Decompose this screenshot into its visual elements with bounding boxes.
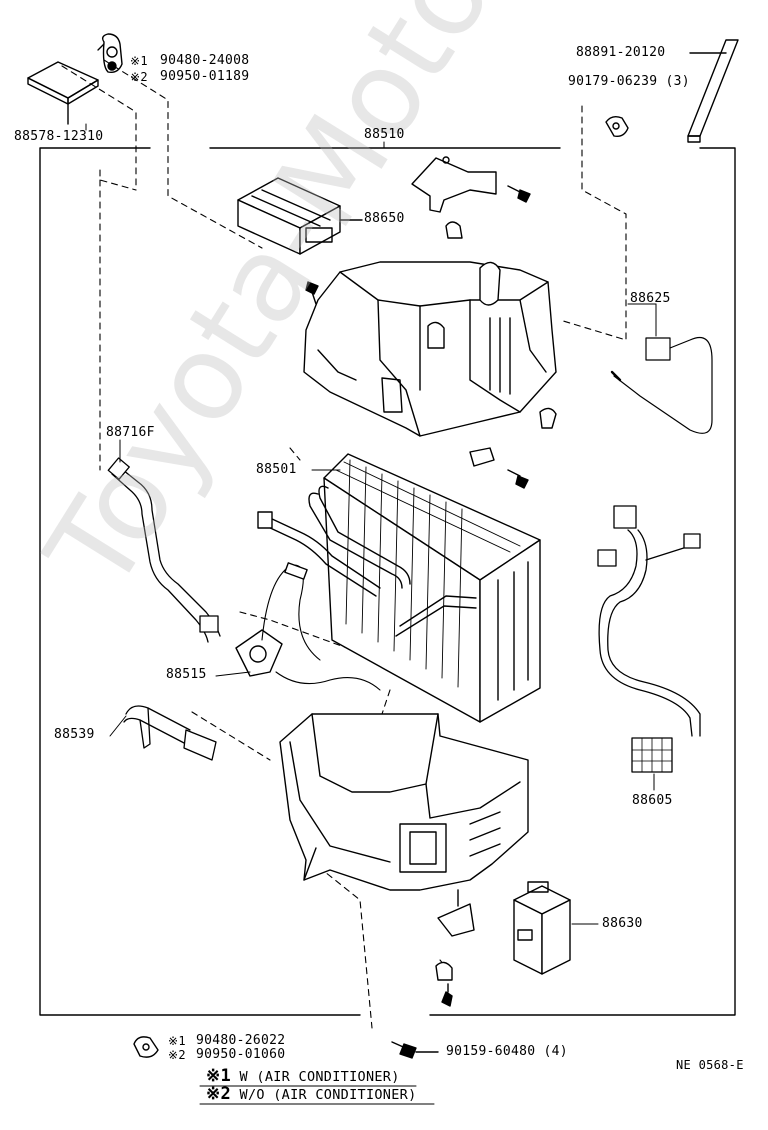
callout-bottom-mark1: ※1 bbox=[168, 1034, 186, 1048]
control-module-88650-shape bbox=[237, 177, 363, 255]
label-88605: 88605 bbox=[632, 793, 673, 808]
legend-line-1: ※1 W (AIR CONDITIONER) bbox=[206, 1066, 400, 1086]
bracket-top-shape bbox=[411, 156, 497, 239]
label-88515: 88515 bbox=[166, 667, 207, 682]
evaporator-pipes-shape bbox=[257, 485, 477, 637]
hose-88539-shape bbox=[123, 705, 217, 761]
callout-top-part2: 90950-01189 bbox=[160, 69, 250, 84]
callout-bottom-part1: 90480-26022 bbox=[196, 1033, 286, 1048]
label-88625: 88625 bbox=[630, 291, 671, 306]
screw-a-shape bbox=[507, 185, 531, 203]
legend-text-2: W/O (AIR CONDITIONER) bbox=[239, 1087, 417, 1103]
callout-bottom-mark2: ※2 bbox=[168, 1048, 186, 1062]
label-88539: 88539 bbox=[54, 727, 95, 742]
label-88891: 88891-20120 bbox=[576, 45, 666, 60]
upper-case-shape bbox=[303, 261, 557, 437]
ecu-88630-shape bbox=[513, 881, 571, 975]
sensor-88625-shape bbox=[610, 336, 713, 434]
pipe-88716F-shape bbox=[107, 457, 221, 643]
leader-lines bbox=[85, 123, 657, 925]
grommet-bottom-shape bbox=[133, 1036, 159, 1058]
label-88630: 88630 bbox=[602, 916, 643, 931]
callout-top-mark2: ※2 bbox=[130, 70, 148, 84]
label-88716F: 88716F bbox=[106, 425, 155, 440]
clip-90179-shape bbox=[605, 115, 629, 138]
bottom-bracket-shape bbox=[435, 889, 475, 1007]
legend-line-2: ※2 W/O (AIR CONDITIONER) bbox=[206, 1084, 417, 1104]
callout-bottom-part2: 90950-01060 bbox=[196, 1047, 286, 1062]
screw-90159-shape bbox=[391, 1041, 439, 1059]
label-88650: 88650 bbox=[364, 211, 405, 226]
valve-88515-shape bbox=[235, 562, 381, 691]
diagram-code: NE 0568-E bbox=[676, 1058, 744, 1072]
evaporator-core-shape bbox=[323, 453, 541, 723]
legend-mark-1: ※1 bbox=[206, 1066, 232, 1086]
label-90179: 90179-06239 (3) bbox=[568, 74, 690, 89]
screw-b-shape bbox=[305, 281, 319, 305]
strip-88891-shape bbox=[687, 39, 739, 143]
label-88501: 88501 bbox=[256, 462, 297, 477]
assembly-frame bbox=[39, 147, 361, 1016]
assembly-frame-right bbox=[429, 147, 736, 1016]
label-90159: 90159-60480 (4) bbox=[446, 1044, 568, 1059]
harness-88605-shape bbox=[597, 505, 701, 773]
legend-text-1: W (AIR CONDITIONER) bbox=[239, 1069, 400, 1085]
pad-88578-shape bbox=[27, 61, 99, 105]
grommet-top-shape bbox=[97, 33, 123, 74]
label-88578: 88578-12310 bbox=[14, 129, 104, 144]
callout-top-mark1: ※1 bbox=[130, 54, 148, 68]
callout-top-part1: 90480-24008 bbox=[160, 53, 250, 68]
label-88510: 88510 bbox=[364, 127, 405, 142]
bracket-mid-shape bbox=[469, 447, 529, 489]
lower-case-shape bbox=[279, 713, 529, 891]
legend-mark-2: ※2 bbox=[206, 1084, 232, 1104]
